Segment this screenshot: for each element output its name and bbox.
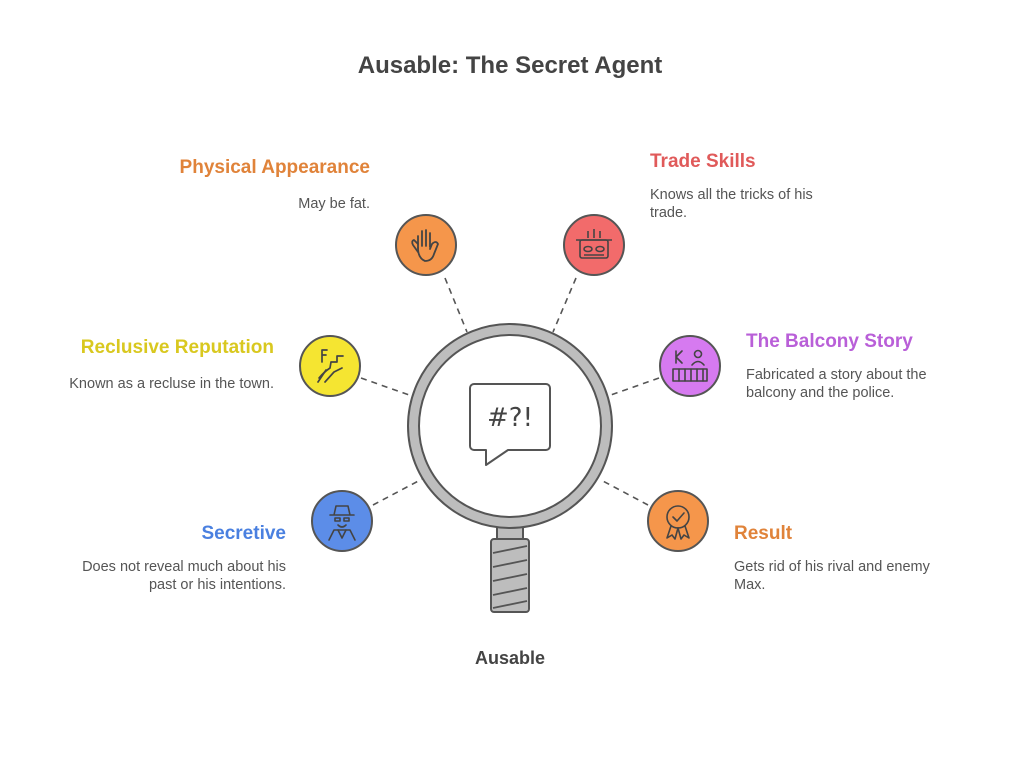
spy-icon [328, 505, 356, 541]
connector-balcony [607, 377, 660, 397]
magnifier-icon [407, 323, 613, 613]
connector-reclusive [360, 377, 413, 397]
physical-appearance-title: Physical Appearance [179, 157, 370, 178]
connector-result [600, 479, 649, 506]
connector-physical [444, 277, 468, 333]
lonely-path-icon [317, 349, 344, 383]
balcony-icon [672, 349, 708, 382]
connector-trade [552, 277, 577, 333]
toolbox-icon [576, 229, 612, 259]
balcony-story-node [659, 335, 721, 397]
center-symbols: #?! [487, 403, 533, 433]
secretive-node [311, 490, 373, 552]
connector-secretive [372, 477, 425, 506]
page-title: Ausable: The Secret Agent [357, 52, 663, 79]
trade-skills-desc: Knows all the tricks of his trade. [650, 187, 813, 221]
award-badge-icon [666, 505, 690, 540]
connectors [360, 277, 660, 506]
balcony-story-title: The Balcony Story [746, 331, 913, 352]
balcony-story-desc: Fabricated a story about the balcony and… [746, 367, 927, 401]
result-title: Result [734, 523, 793, 544]
reclusive-reputation-node [299, 335, 361, 397]
result-node [647, 490, 709, 552]
secretive-title: Secretive [201, 523, 286, 544]
reclusive-reputation-title: Reclusive Reputation [80, 337, 274, 358]
physical-appearance-desc: May be fat. [298, 196, 370, 212]
trade-skills-node [563, 214, 625, 276]
center-label: Ausable [474, 648, 546, 668]
physical-appearance-node [395, 214, 457, 276]
reclusive-reputation-desc: Known as a recluse in the town. [69, 376, 274, 392]
trade-skills-title: Trade Skills [650, 151, 756, 172]
hand-icon [411, 229, 439, 262]
secretive-desc: Does not reveal much about his past or h… [82, 559, 286, 593]
handle-grooves [492, 545, 528, 609]
speech-bubble-symbols-icon: #?! [469, 383, 551, 466]
result-desc: Gets rid of his rival and enemy Max. [734, 559, 930, 593]
